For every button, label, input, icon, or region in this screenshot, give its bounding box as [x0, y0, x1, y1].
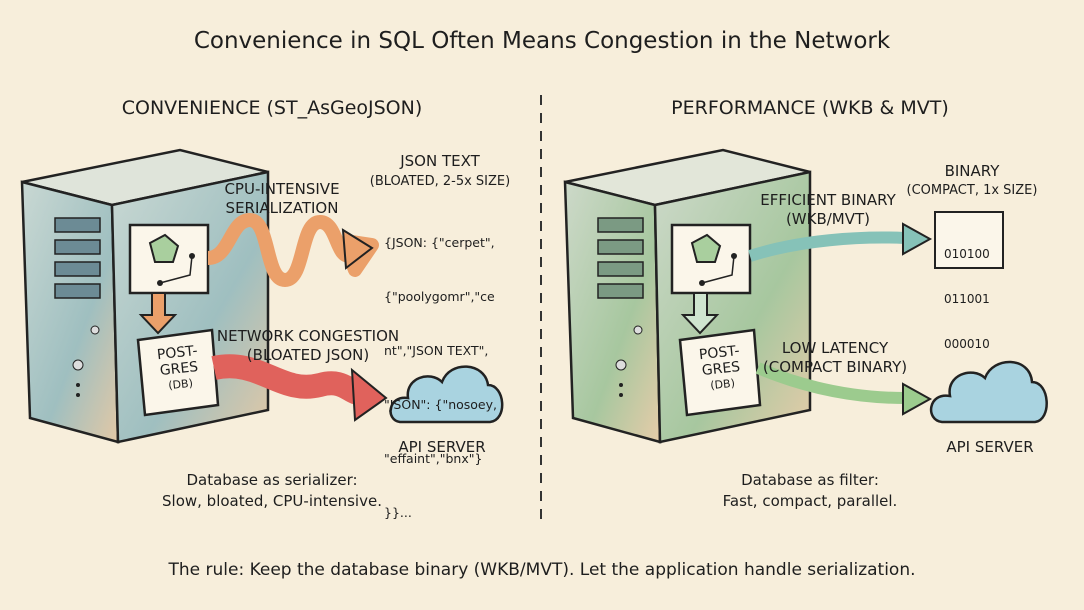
right-api-server-label: API SERVER	[946, 438, 1034, 456]
json-line: {JSON: {"cerpet",	[384, 235, 495, 250]
latency-arrow-head	[902, 382, 933, 416]
left-down-arrow	[138, 292, 178, 335]
low-latency-arrow	[755, 362, 906, 404]
caption-line: Slow, bloated, CPU-intensive.	[162, 492, 382, 510]
caption-line: Fast, compact, parallel.	[722, 492, 898, 510]
binary-subtitle: (COMPACT, 1x SIZE)	[906, 183, 1038, 198]
label-line: NETWORK CONGESTION	[216, 327, 400, 345]
right-heading: PERFORMANCE (WKB & MVT)	[671, 97, 949, 119]
label-line: EFFICIENT BINARY	[760, 191, 896, 209]
page-title: Convenience in SQL Often Means Congestio…	[193, 28, 891, 54]
caption-line: Database as serializer:	[186, 471, 358, 489]
right-cloud-icon	[929, 360, 1048, 424]
binary-arrow-head	[902, 222, 933, 256]
json-line: "JSON": {"nosoey,	[384, 397, 497, 412]
network-congestion-label: NETWORK CONGESTION (BLOATED JSON)	[217, 327, 399, 365]
label-line: (COMPACT BINARY)	[762, 358, 908, 376]
network-congestion-arrow	[211, 354, 364, 406]
json-line: nt","JSON TEXT",	[384, 343, 489, 358]
cpu-serialization-label: CPU-INTENSIVE SERIALIZATION	[224, 180, 339, 218]
json-line: }}...	[384, 505, 412, 520]
binary-sample: 010100 011001 000010	[944, 217, 990, 367]
left-api-server-label: API SERVER	[398, 438, 486, 456]
efficient-binary-arrow	[748, 231, 906, 262]
congestion-arrow-head	[350, 367, 388, 422]
label-line: LOW LATENCY	[781, 339, 889, 357]
right-caption: Database as filter: Fast, compact, paral…	[723, 470, 898, 512]
low-latency-label: LOW LATENCY (COMPACT BINARY)	[763, 339, 907, 377]
label-line: (WKB/MVT)	[785, 210, 871, 228]
caption-line: Database as filter:	[741, 471, 879, 489]
binary-line: 010100	[944, 247, 990, 261]
label-line: CPU-INTENSIVE	[224, 180, 340, 198]
rule-footer: The rule: Keep the database binary (WKB/…	[168, 560, 916, 580]
cpu-serialization-arrow	[206, 213, 379, 287]
json-text-subtitle: (BLOATED, 2-5x SIZE)	[369, 174, 511, 189]
label-line: (BLOATED JSON)	[246, 346, 370, 364]
label-line: SERIALIZATION	[225, 199, 339, 217]
left-db-label: POST- GRES (DB)	[146, 342, 213, 396]
binary-line: 000010	[944, 337, 990, 351]
binary-title: BINARY	[944, 162, 1000, 180]
left-cloud-icon	[389, 365, 504, 424]
binary-box	[934, 211, 1004, 269]
json-line: "effaint","bnx"}	[384, 451, 483, 466]
cpu-arrow-head	[341, 228, 374, 270]
efficient-binary-label: EFFICIENT BINARY (WKB/MVT)	[760, 191, 896, 229]
left-heading: CONVENIENCE (ST_AsGeoJSON)	[121, 97, 423, 119]
left-caption: Database as serializer: Slow, bloated, C…	[162, 470, 382, 512]
json-text-title: JSON TEXT	[400, 152, 480, 170]
json-line: {"poolygomr","ce	[384, 289, 495, 304]
right-db-label: POST- GRES (DB)	[688, 342, 755, 396]
left-db-box	[136, 328, 220, 417]
binary-line: 011001	[944, 292, 990, 306]
json-sample: {JSON: {"cerpet", {"poolygomr","ce nt","…	[384, 198, 497, 540]
right-down-arrow	[680, 292, 720, 335]
right-db-box	[678, 328, 762, 417]
left-geometry-icon	[128, 223, 210, 295]
right-geometry-icon	[670, 223, 752, 295]
